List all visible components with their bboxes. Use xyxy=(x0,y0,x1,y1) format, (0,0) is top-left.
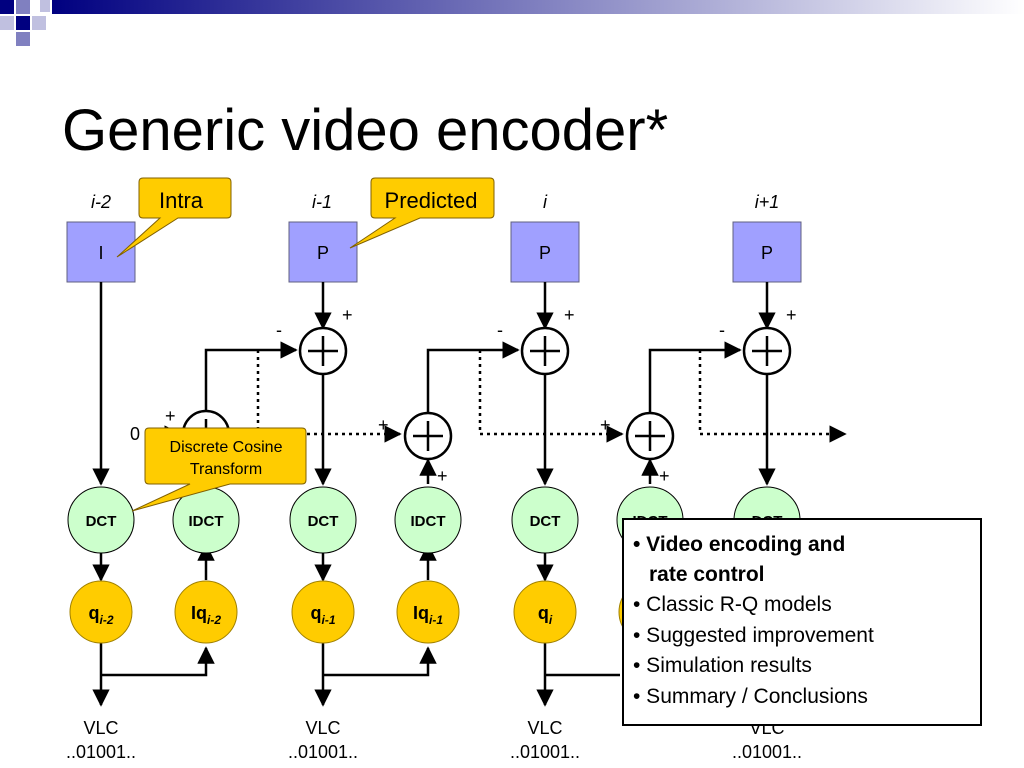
outline-item-1: • Video encoding and xyxy=(633,533,845,556)
dct-node xyxy=(67,486,135,554)
iq-node xyxy=(396,580,460,644)
plus-sign: + xyxy=(342,305,353,325)
outline-item-2: • Classic R-Q models xyxy=(633,593,832,616)
vlc-bits: ..01001.. xyxy=(288,742,358,762)
plus-sign: + xyxy=(786,305,797,325)
minus-sign: - xyxy=(497,320,503,340)
minus-sign: - xyxy=(719,320,725,340)
corner-decoration xyxy=(0,0,50,46)
idct-node xyxy=(394,486,462,554)
frame-type-label: P xyxy=(761,243,773,263)
summer-node xyxy=(298,326,348,376)
summer-node xyxy=(742,326,792,376)
intra-callout: Intra xyxy=(116,177,232,258)
frame-index-label: i xyxy=(543,192,548,212)
vlc-bits: ..01001.. xyxy=(66,742,136,762)
minus-sign: - xyxy=(276,320,282,340)
idct-label: IDCT xyxy=(189,513,224,530)
title-bar xyxy=(52,0,1024,14)
iq-label: Iqi-2 xyxy=(191,603,221,627)
dct-callout-line2: Transform xyxy=(190,461,262,478)
frame-box-p xyxy=(510,221,580,283)
dct-label: DCT xyxy=(86,513,117,530)
signal-lines xyxy=(92,282,776,707)
q-node xyxy=(513,580,577,644)
frame-index-label: i-2 xyxy=(91,192,111,212)
q-label: qi-1 xyxy=(310,603,335,627)
vlc-bits: ..01001.. xyxy=(732,742,802,762)
q-node xyxy=(69,580,133,644)
frame-type-label: P xyxy=(317,243,329,263)
vlc-outputs: VLC ..01001.. VLC ..01001.. VLC ..01001.… xyxy=(66,718,802,762)
summer-node xyxy=(520,326,570,376)
quantizer-nodes: qi-2 Iqi-2 qi-1 Iqi-1 qi xyxy=(69,580,682,644)
slide-title: Generic video encoder* xyxy=(62,98,668,163)
dct-callout: Discrete Cosine Transform xyxy=(131,427,307,512)
predicted-callout-text: Predicted xyxy=(385,188,478,213)
outline-item-5: • Summary / Conclusions xyxy=(633,685,868,708)
frame-index-labels: i-2 i-1 i i+1 xyxy=(91,192,779,212)
vlc-bits: ..01001.. xyxy=(510,742,580,762)
q-label: qi-2 xyxy=(88,603,113,627)
vlc-label: VLC xyxy=(83,718,118,738)
q-node xyxy=(291,580,355,644)
outline-panel: • Video encoding and rate control • Clas… xyxy=(622,518,982,726)
sign-labels: + - + - + - + 0 + + + + xyxy=(130,305,797,486)
frame-type-label: I xyxy=(98,243,103,263)
predicted-callout: Predicted xyxy=(349,177,495,249)
intra-callout-text: Intra xyxy=(159,188,204,213)
frame-type-label: P xyxy=(539,243,551,263)
summer-node xyxy=(403,411,453,461)
dct-label: DCT xyxy=(530,513,561,530)
dct-label: DCT xyxy=(308,513,339,530)
plus-sign: + xyxy=(564,305,575,325)
frame-boxes: I P P P xyxy=(66,221,802,283)
iq-node xyxy=(174,580,238,644)
frame-index-label: i+1 xyxy=(755,192,780,212)
plus-sign: + xyxy=(437,466,448,486)
dct-node xyxy=(289,486,357,554)
dct-callout-line1: Discrete Cosine xyxy=(170,439,283,456)
q-label: qi xyxy=(538,603,553,627)
frame-box-p xyxy=(732,221,802,283)
dct-node xyxy=(511,486,579,554)
outline-item-3: • Suggested improvement xyxy=(633,624,874,647)
plus-sign: + xyxy=(165,406,176,426)
plus-sign: + xyxy=(600,415,611,435)
summer-node xyxy=(625,411,675,461)
idct-label: IDCT xyxy=(411,513,446,530)
vlc-label: VLC xyxy=(305,718,340,738)
plus-sign: + xyxy=(659,466,670,486)
outline-item-4: • Simulation results xyxy=(633,654,812,677)
frame-index-label: i-1 xyxy=(312,192,332,212)
vlc-label: VLC xyxy=(527,718,562,738)
outline-item-1-cont: rate control xyxy=(649,563,765,586)
plus-sign: + xyxy=(378,415,389,435)
iq-label: Iqi-1 xyxy=(413,603,443,627)
zero-input: 0 xyxy=(130,424,140,444)
